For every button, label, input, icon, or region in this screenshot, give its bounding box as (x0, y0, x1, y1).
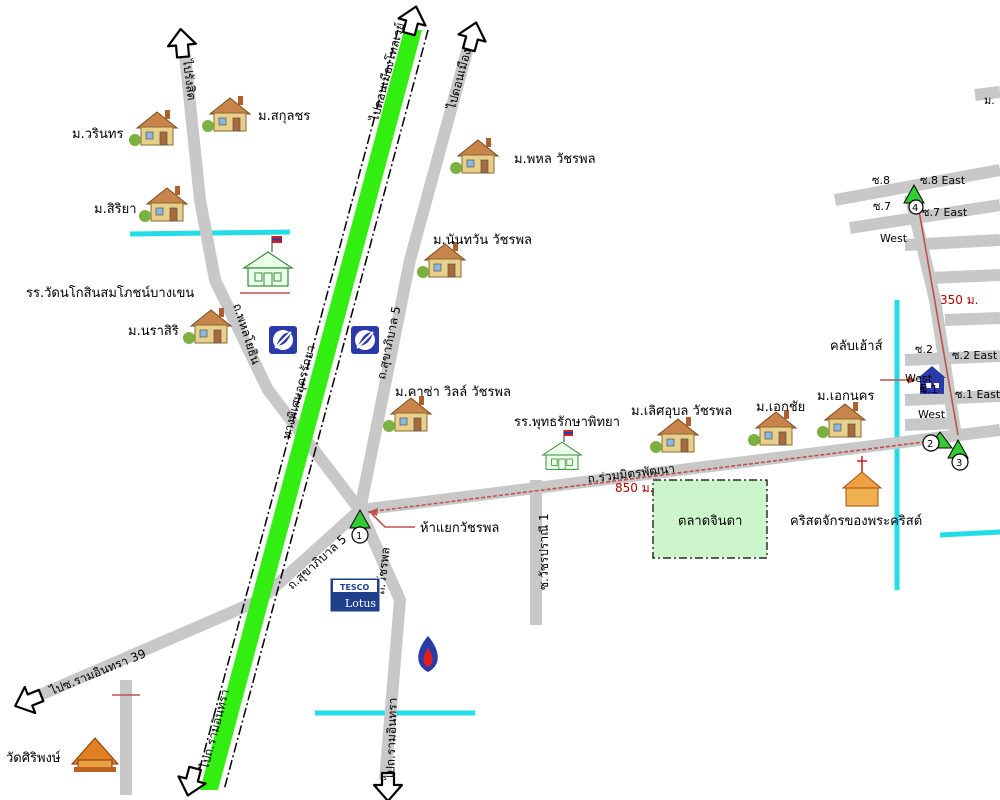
marker-1: 1 (349, 508, 371, 544)
label-phonphon: ม.พหล วัชรพล (514, 152, 596, 167)
road-soi-b (929, 269, 1000, 284)
club-house-icon (918, 366, 946, 394)
marker-1-label: 1 (356, 531, 362, 542)
label-siriya: ม.สิริยา (94, 202, 137, 217)
label-to-rangsit: ไปรังสิต (180, 58, 199, 101)
arrow-to-ram-intra-39 (8, 681, 48, 721)
label-top-right: ม. (984, 94, 995, 107)
label-to-ram-intra-39: ไปซ.รามอินทรา 39 (47, 646, 148, 698)
label-soi-watchara-pranee: ซ.วัชรปราณี 1 (537, 513, 551, 590)
canal-right-bottom (939, 529, 1000, 538)
market: ตลาดจินดา (652, 479, 768, 559)
label-soi-2-east: ซ.2 East (952, 349, 998, 362)
school-ratana (243, 236, 293, 287)
label-soi-8-east: ซ.8 East (920, 174, 966, 187)
label-ekchai: ม.เอกชัย (756, 400, 805, 415)
label-warinthorn: ม.วรินทร (72, 127, 123, 142)
road-soi-8 (833, 164, 1000, 206)
label-dist-350: 350 ม. (940, 293, 978, 307)
fuel-station-icon (418, 636, 438, 672)
label-dist-850: 850 ม. (615, 481, 653, 495)
tesco-lotus-logo: TESCO Lotus (329, 577, 381, 613)
label-casa-ville: ม.คาซ่า วิลล์ วัชรพล (395, 384, 511, 400)
house-lertubon (649, 416, 699, 454)
marker-4-label: 4 (912, 203, 918, 214)
marker-4: 4 (903, 183, 925, 215)
road-top-right (974, 86, 1000, 101)
ptt-icon-right (350, 325, 380, 355)
school-phutthachak (542, 430, 582, 470)
ptt-icon-left (268, 325, 298, 355)
label-school-ratana: รร.วัดนโกสินสมโภชน์บางเขน (26, 285, 194, 301)
label-sakunchon: ม.สกุลชร (258, 109, 310, 124)
label-eaknakorn: ม.เอกนคร (817, 389, 874, 404)
road-watcharaphon (354, 507, 406, 781)
label-to-ram-intra-bottom: ไปถ.รามอินทรา (383, 697, 400, 781)
road-soi-2 (904, 350, 1000, 366)
label-soi-2: ซ.2 (915, 343, 933, 356)
label-lertubon: ม.เลิศอุบล วัชรพล (631, 404, 732, 419)
label-soi-1-east: ซ.1 East (955, 388, 1000, 401)
marker-3: 3 (947, 438, 969, 471)
house-phonphon (449, 137, 499, 175)
church-icon (841, 456, 883, 507)
tesco-text: TESCO (340, 583, 370, 592)
label-soi-1: ซ.1 (920, 383, 938, 396)
house-warinthorn (128, 109, 178, 147)
label-soi-8: ซ.8 (872, 174, 890, 187)
label-nanthawan: ม.นันทวัน วัชรพล (433, 233, 532, 248)
label-corner-e: E (920, 382, 927, 395)
house-casa-ville (382, 395, 432, 433)
label-soi-7-east: ซ.7 East (922, 206, 968, 219)
house-ekchai (747, 409, 797, 447)
label-temple: วัดศิริพงษ์ (6, 750, 61, 766)
road-sukhaphiban5-lower (37, 505, 365, 701)
temple-icon (70, 737, 120, 772)
house-eaknakorn (816, 401, 866, 439)
label-school-phutthachak: รร.พุทธรักษาพิทยา (514, 415, 620, 430)
arrow-to-rangsit (165, 26, 199, 60)
road-soi-c (944, 312, 1000, 326)
label-soi-7: ซ.7 (873, 200, 891, 213)
label-intersection: ห้าแยกวัชรพล (420, 521, 499, 536)
route-path (112, 204, 959, 696)
marker-3-label: 3 (956, 458, 962, 469)
road-ruam-mit (359, 424, 1000, 516)
road-west-row (904, 417, 956, 431)
road-soi-7 (849, 199, 1000, 234)
house-narasiri (182, 307, 232, 345)
lotus-text: Lotus (345, 597, 376, 610)
marker-2-label: 2 (927, 439, 933, 450)
label-west-top: West (880, 232, 908, 245)
expressway (193, 29, 429, 791)
road-sukhaphiban5-upper (354, 38, 476, 512)
label-narasiri: ม.นราสิริ (128, 324, 179, 339)
house-sakunchon (201, 95, 251, 133)
label-west-mid: West (905, 372, 933, 385)
label-church: คริสตจักรของพระคริสต์ (790, 513, 922, 529)
marker-2: 2 (922, 431, 953, 452)
label-west-bottom: West (918, 408, 946, 421)
label-to-don-mueang: ไปดอนเมือง (444, 47, 474, 111)
canals (129, 229, 1000, 716)
label-market: ตลาดจินดา (678, 514, 742, 529)
label-club-house: คลับเฮ้าส์ (830, 338, 883, 354)
house-siriya (138, 185, 188, 223)
